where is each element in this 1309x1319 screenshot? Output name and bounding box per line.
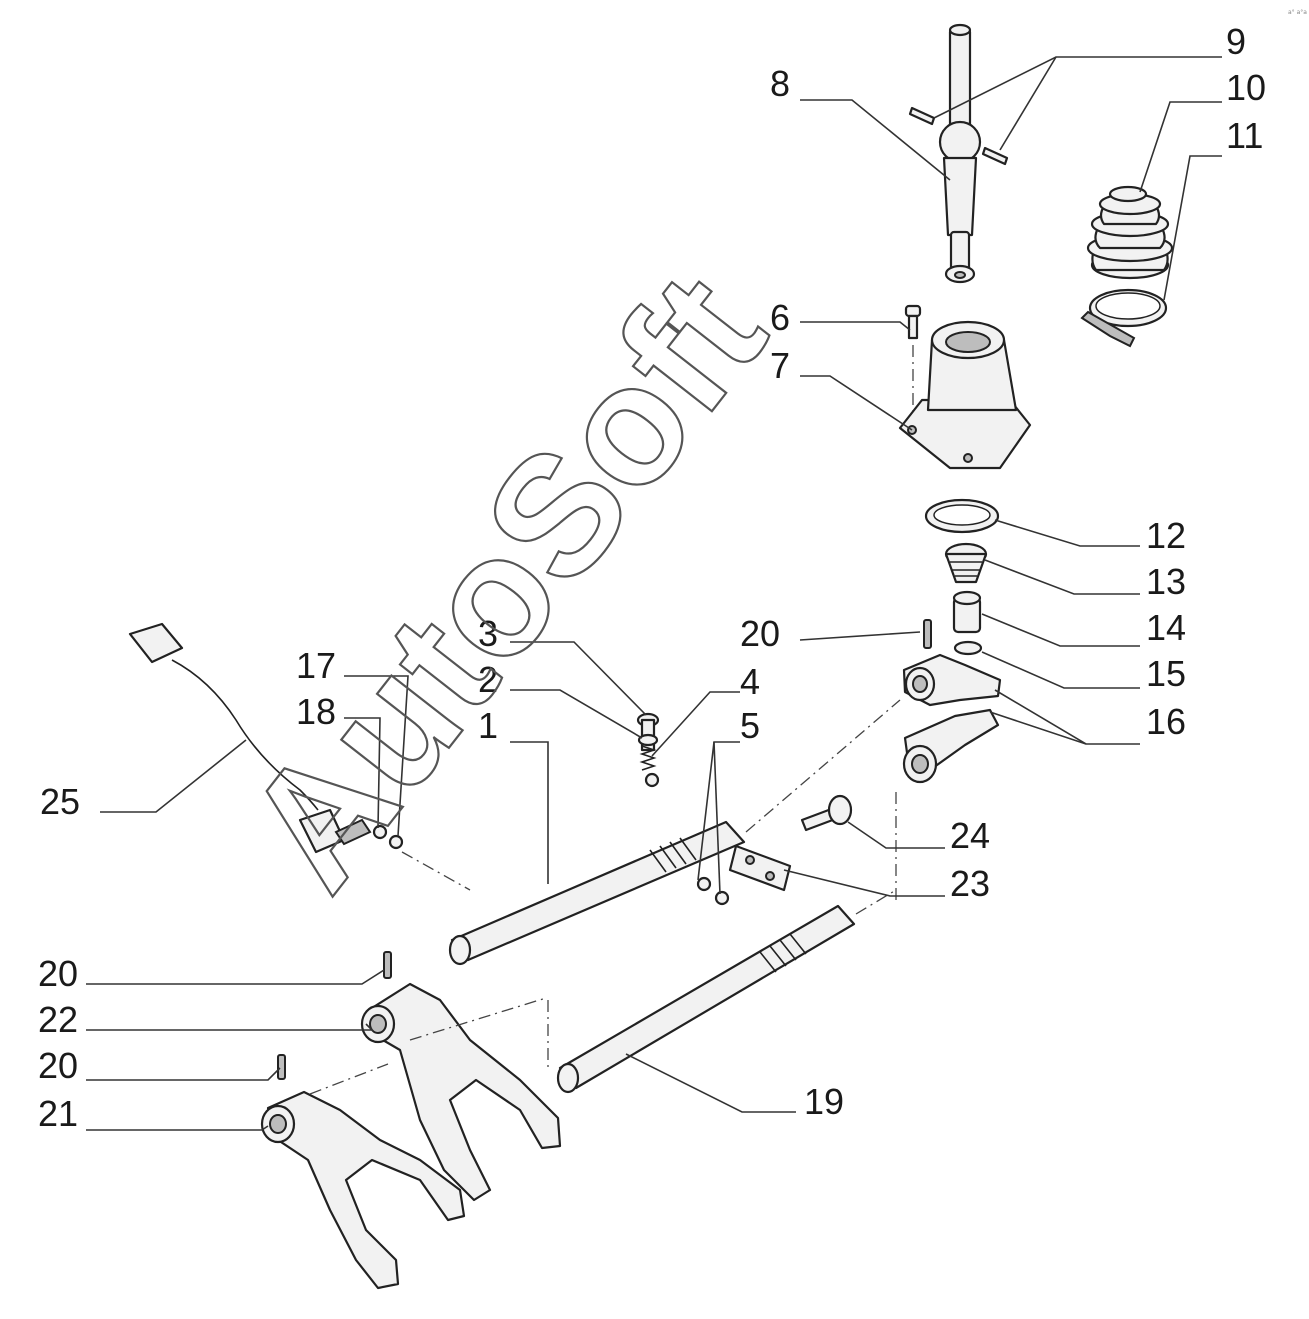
- label-5: 5: [740, 705, 760, 746]
- label-7: 7: [770, 345, 790, 386]
- corner-mark: a° a°a: [1288, 9, 1307, 16]
- label-16: 16: [1146, 701, 1186, 742]
- label-8: 8: [770, 63, 790, 104]
- watermark: AutoSoft: [209, 240, 800, 922]
- part-21-shift-fork: [260, 1090, 466, 1290]
- label-20-top: 20: [740, 613, 780, 654]
- part-6-screw: [904, 304, 922, 420]
- label-21: 21: [38, 1093, 78, 1134]
- part-23-plate: [728, 844, 792, 892]
- leader-lines: [86, 56, 1222, 1131]
- assembly-axes: [309, 699, 901, 1095]
- part-16-selector-levers: [895, 653, 1002, 900]
- label-6: 6: [770, 297, 790, 338]
- part-9-pins: [908, 106, 1009, 166]
- part-5-balls: [644, 772, 730, 906]
- part-labels: 8 9 10 11 6 7 12 13 14 15 16 20 3 2 1 4 …: [38, 21, 1266, 1134]
- label-22: 22: [38, 999, 78, 1040]
- label-2: 2: [478, 659, 498, 700]
- label-17: 17: [296, 645, 336, 686]
- part-7-housing: [898, 320, 1032, 470]
- part-14-bushing: [952, 590, 982, 634]
- part-13-spring-seat: [944, 542, 988, 584]
- part-4-spring: [639, 745, 657, 771]
- part-19-shift-rod: [556, 904, 856, 1094]
- label-24: 24: [950, 815, 990, 856]
- label-13: 13: [1146, 561, 1186, 602]
- label-10: 10: [1226, 67, 1266, 108]
- label-18: 18: [296, 691, 336, 732]
- label-15: 15: [1146, 653, 1186, 694]
- part-8-gear-lever: [938, 23, 982, 284]
- part-12-seal-ring: [924, 498, 1000, 534]
- part-17-18-washers: [372, 824, 404, 850]
- part-20-roll-pin-top: [923, 619, 932, 649]
- part-20-roll-pin-mid: [383, 951, 392, 979]
- label-25: 25: [40, 781, 80, 822]
- label-19: 19: [804, 1081, 844, 1122]
- label-23: 23: [950, 863, 990, 904]
- part-2-washer: [637, 733, 659, 747]
- label-20-mid: 20: [38, 953, 78, 994]
- label-14: 14: [1146, 607, 1186, 648]
- part-10-rubber-boot: [1086, 185, 1174, 280]
- part-22-shift-fork: [360, 982, 562, 1202]
- part-1-shift-rod: [448, 820, 746, 966]
- label-20-low: 20: [38, 1045, 78, 1086]
- part-25-sensor: [128, 622, 372, 854]
- label-9: 9: [1226, 21, 1246, 62]
- part-11-hose-clamp: [1080, 288, 1168, 348]
- label-11: 11: [1226, 115, 1263, 156]
- part-20-roll-pin-low: [277, 1054, 286, 1080]
- label-1: 1: [478, 705, 498, 746]
- label-12: 12: [1146, 515, 1186, 556]
- label-3: 3: [478, 613, 498, 654]
- part-15-circlip: [953, 640, 983, 656]
- part-24-screw: [800, 794, 853, 832]
- label-4: 4: [740, 661, 760, 702]
